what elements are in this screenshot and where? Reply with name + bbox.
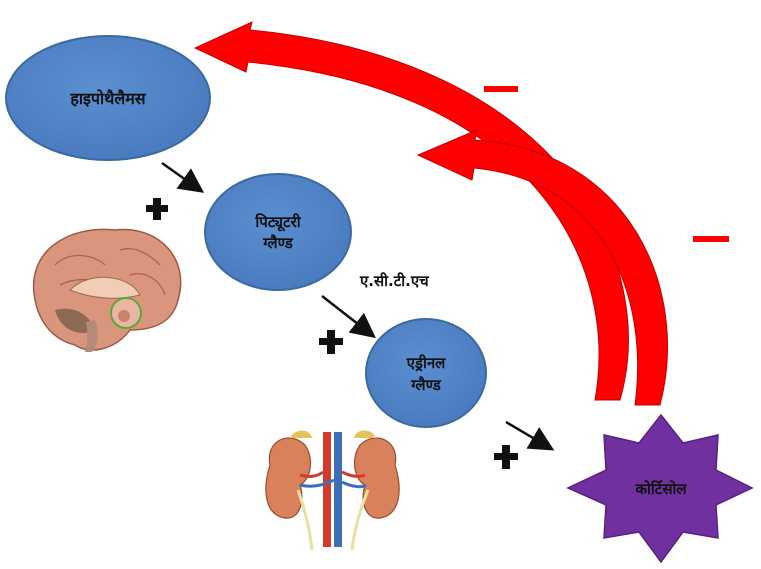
pituitary-label-line1: पिट्यूटरी xyxy=(254,213,301,232)
plus-sign-1 xyxy=(146,198,168,220)
adrenal-node: एड्रीनल ग्लैण्ड xyxy=(366,319,486,427)
arrow-hypothalamus-to-pituitary xyxy=(162,163,200,190)
arrow-adrenal-to-cortisol xyxy=(506,422,550,448)
hypothalamus-node: हाइपोथैलैमस xyxy=(6,36,210,160)
negative-sign-upper xyxy=(484,86,518,92)
arrow-pituitary-to-adrenal xyxy=(322,296,372,335)
kidneys-illustration xyxy=(266,431,399,551)
adrenal-label-line2: ग्लैण्ड xyxy=(410,376,442,394)
brain-illustration xyxy=(34,229,181,352)
pituitary-node: पिट्यूटरी ग्लैण्ड xyxy=(205,174,351,290)
pituitary-label-line2: ग्लैण्ड xyxy=(262,234,294,252)
adrenal-label-line1: एड्रीनल xyxy=(406,354,447,372)
hypothalamus-label: हाइपोथैलैमस xyxy=(69,89,146,108)
plus-sign-2 xyxy=(319,330,343,354)
plus-sign-3 xyxy=(494,445,518,469)
negative-sign-right xyxy=(693,236,729,242)
cortisol-node: कोर्टिसोल xyxy=(568,415,752,562)
cortisol-label: कोर्टिसोल xyxy=(634,480,687,498)
acth-label: ए.सी.टी.एच xyxy=(359,272,430,290)
